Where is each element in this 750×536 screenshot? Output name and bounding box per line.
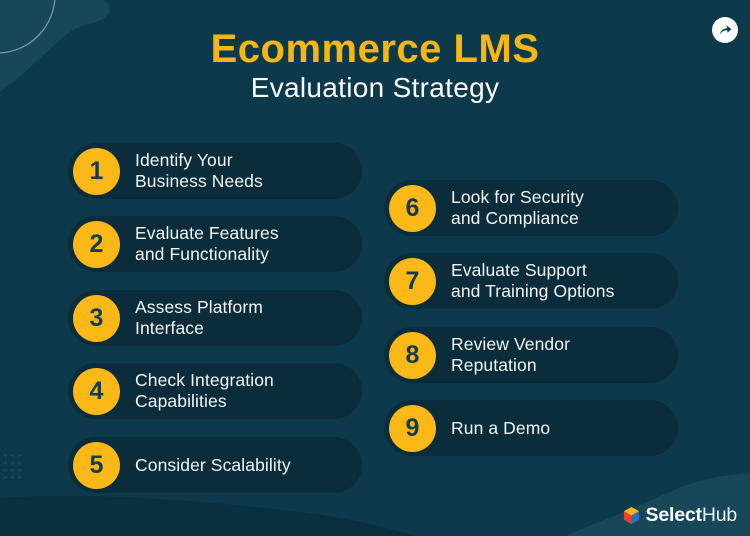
step-label: Evaluate Features and Functionality: [135, 223, 279, 264]
dot-grid-decoration: [2, 452, 24, 481]
step-number-badge: 8: [389, 331, 436, 379]
step-number: 8: [405, 340, 420, 369]
cube-icon: [623, 506, 639, 525]
page-subtitle: Evaluation Strategy: [250, 72, 500, 103]
selecthub-logo: SelectHub: [622, 504, 737, 527]
step-item-9: 9 Run a Demo: [384, 400, 678, 456]
step-item-8: 8 Review Vendor Reputation: [384, 327, 678, 383]
step-number-badge: 5: [73, 441, 120, 489]
step-number-badge: 4: [73, 367, 120, 415]
logo-wordmark: SelectHub: [645, 504, 738, 527]
step-number: 5: [89, 450, 104, 479]
step-label: Run a Demo: [451, 417, 551, 438]
step-label: Look for Security and Compliance: [451, 187, 585, 228]
step-number-badge: 9: [389, 404, 436, 452]
step-label: Check Integration Capabilities: [135, 370, 274, 411]
step-item-5: 5 Consider Scalability: [68, 437, 362, 493]
step-number: 4: [89, 376, 104, 405]
step-label: Evaluate Support and Training Options: [451, 260, 615, 301]
step-item-7: 7 Evaluate Support and Training Options: [384, 253, 678, 309]
step-item-6: 6 Look for Security and Compliance: [384, 180, 678, 236]
share-arrow-icon: [719, 25, 732, 35]
logo-text-bold: Select: [645, 504, 702, 526]
step-label: Assess Platform Interface: [135, 297, 263, 338]
step-number-badge: 2: [73, 220, 120, 268]
step-label: Identify Your Business Needs: [135, 150, 263, 191]
step-item-4: 4 Check Integration Capabilities: [68, 363, 362, 419]
step-item-3: 3 Assess Platform Interface: [68, 290, 362, 346]
step-number: 7: [405, 266, 420, 295]
step-number-badge: 6: [389, 184, 436, 232]
logo-text-light: Hub: [701, 504, 737, 526]
step-item-1: 1 Identify Your Business Needs: [68, 143, 362, 199]
step-number: 3: [89, 303, 104, 332]
step-number: 6: [405, 193, 420, 222]
step-number: 2: [89, 229, 104, 258]
page-title: Ecommerce LMS: [210, 27, 540, 71]
step-label: Review Vendor Reputation: [451, 334, 571, 375]
step-item-2: 2 Evaluate Features and Functionality: [68, 216, 362, 272]
step-number-badge: 7: [389, 257, 436, 305]
share-button[interactable]: [712, 17, 738, 43]
step-number-badge: 3: [73, 294, 120, 342]
step-number-badge: 1: [73, 147, 120, 195]
step-number: 1: [89, 156, 104, 185]
step-label: Consider Scalability: [135, 454, 291, 475]
step-number: 9: [405, 413, 420, 442]
